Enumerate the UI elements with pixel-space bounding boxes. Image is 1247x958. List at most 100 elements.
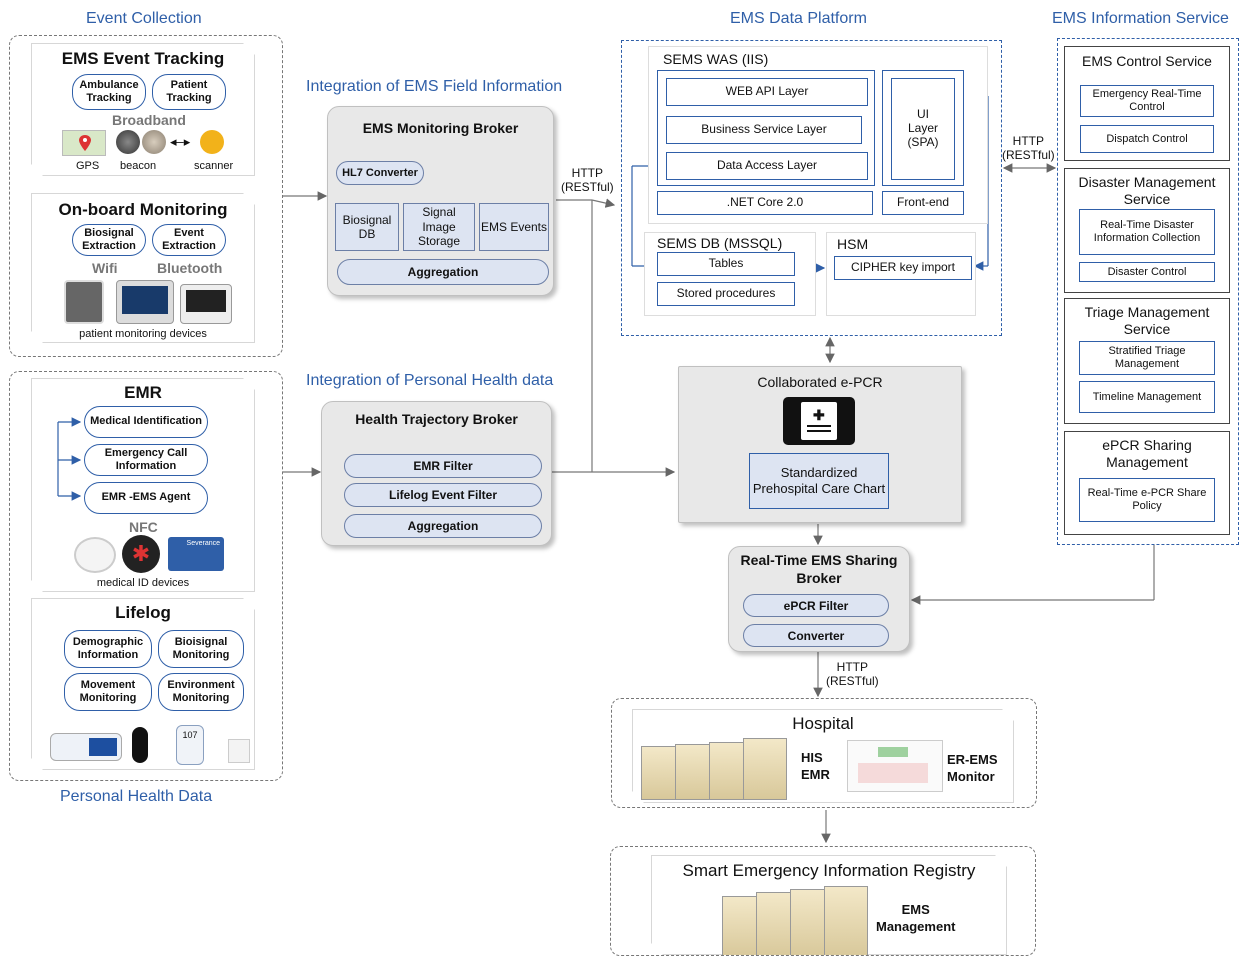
onboard-monitoring-title: On-board Monitoring	[58, 200, 228, 219]
ems-control-service: EMS Control Service Emergency Real-Time …	[1064, 46, 1230, 161]
was-layers-frame	[657, 70, 875, 186]
disaster-info-item: Real-Time Disaster Information Collectio…	[1079, 209, 1215, 255]
triage-service-title: Triage Management Service	[1084, 304, 1210, 337]
lifelog-filter-bar: Lifelog Event Filter	[344, 483, 542, 507]
wristband-image	[132, 727, 148, 763]
hl7-converter: HL7 Converter	[336, 161, 424, 185]
http-label-left: HTTP (RESTful)	[561, 166, 614, 195]
bidirectional-arrow-icon: ◂–▸	[170, 134, 191, 149]
tables-box: Tables	[657, 252, 795, 276]
frontend-layer: Front-end	[882, 191, 964, 215]
beacon-image-1	[116, 130, 140, 154]
health-broker-title: Health Trajectory Broker	[355, 411, 518, 427]
ambulance-tracking-pill: Ambulance Tracking	[72, 74, 146, 110]
blood-pressure-monitor-image	[50, 733, 122, 761]
beacon-label: beacon	[120, 160, 157, 172]
scanner-label: scanner	[194, 160, 234, 172]
glucose-meter-image: 107	[176, 725, 204, 765]
personal-health-group	[9, 371, 283, 781]
was-title: SEMS WAS (IIS)	[663, 51, 769, 67]
lifelog-card: Lifelog Demographic Information Bioisign…	[31, 598, 255, 770]
demographic-pill: Demographic Information	[64, 630, 152, 668]
ems-data-platform	[621, 40, 1002, 336]
health-trajectory-broker: Health Trajectory Broker EMR Filter Life…	[321, 401, 552, 546]
bluetooth-label: Bluetooth	[157, 260, 223, 276]
http-label-right: HTTP (RESTful)	[1002, 134, 1055, 163]
hsm-title: HSM	[837, 236, 869, 252]
glucose-reading: 107	[182, 730, 198, 740]
gps-map-image	[62, 130, 106, 156]
emergency-control-item: Emergency Real-Time Control	[1080, 85, 1214, 117]
lifelog-title: Lifelog	[115, 603, 171, 622]
ems-event-tracking-card: EMS Event Tracking Ambulance Tracking Pa…	[31, 43, 255, 176]
emr-card: EMR Medical Identification Emergency Cal…	[31, 378, 255, 592]
monitoring-device-image-1	[64, 280, 104, 324]
health-aggregation-bar: Aggregation	[344, 514, 542, 538]
monitoring-device-image-3	[180, 284, 232, 324]
gps-label: GPS	[76, 160, 100, 172]
his-servers-image	[641, 738, 791, 800]
disaster-control-item: Disaster Control	[1079, 262, 1215, 282]
ems-management-label: EMS Management	[876, 902, 956, 934]
netcore-layer: .NET Core 2.0	[657, 191, 873, 215]
section-title-info-service: EMS Information Service	[1052, 10, 1229, 27]
beacon-image-2	[142, 130, 166, 154]
integration-personal-title: Integration of Personal Health data	[306, 372, 554, 389]
broadband-label: Broadband	[112, 112, 186, 128]
db-title: SEMS DB (MSSQL)	[657, 235, 783, 251]
medical-identification-pill: Medical Identification	[84, 406, 208, 438]
signal-storage-cell: Signal Image Storage	[403, 203, 475, 251]
cipher-key-box: CIPHER key import	[834, 256, 972, 280]
integration-field-title: Integration of EMS Field Information	[306, 78, 563, 95]
ui-frame	[882, 70, 964, 186]
event-extraction-pill: Event Extraction	[152, 224, 226, 256]
event-collection-group	[9, 35, 283, 357]
epcr-filter-bar: ePCR Filter	[743, 594, 889, 617]
http-label-bottom: HTTP (RESTful)	[826, 660, 879, 689]
control-service-title: EMS Control Service	[1082, 53, 1212, 69]
dispatch-control-item: Dispatch Control	[1080, 125, 1214, 153]
timeline-item: Timeline Management	[1079, 381, 1215, 413]
ems-event-tracking-title: EMS Event Tracking	[61, 49, 225, 68]
ui-layer: UI Layer (SPA)	[891, 78, 955, 180]
hospital-group	[611, 698, 1037, 808]
registry-card: Smart Emergency Information Registry EMS…	[651, 855, 1007, 955]
data-access-layer: Data Access Layer	[666, 152, 868, 180]
scale-image	[228, 739, 250, 763]
emr-title: EMR	[124, 383, 162, 402]
registry-title: Smart Emergency Information Registry	[682, 861, 976, 880]
hospital-title: Hospital	[792, 714, 854, 733]
monitoring-aggregation-bar: Aggregation	[337, 259, 549, 285]
care-chart-box: Standardized Prehospital Care Chart	[749, 453, 889, 509]
hospital-card: Hospital HIS EMR ER-EMS Monitor	[632, 709, 1014, 803]
emergency-call-pill: Emergency Call Information	[84, 444, 208, 476]
disaster-service-title: Disaster Management Service	[1078, 174, 1216, 207]
movement-monitoring-pill: Movement Monitoring	[64, 673, 152, 711]
stored-procedures-box: Stored procedures	[657, 282, 795, 306]
nfc-bracelet-image	[74, 537, 116, 573]
ems-events-cell: EMS Events	[479, 203, 549, 251]
id-card-text: Severance	[186, 540, 220, 547]
biosignal-extraction-pill: Biosignal Extraction	[72, 224, 146, 256]
scanner-image	[200, 130, 224, 154]
er-ems-monitor-label: ER-EMS Monitor	[947, 752, 998, 784]
clipboard-icon: ✚	[783, 397, 855, 445]
disaster-management-service: Disaster Management Service Real-Time Di…	[1064, 168, 1230, 293]
onboard-monitoring-card: On-board Monitoring Biosignal Extraction…	[31, 193, 255, 343]
medical-id-devices-label: medical ID devices	[96, 577, 190, 589]
ems-monitoring-broker: EMS Monitoring Broker HL7 Converter Bios…	[327, 106, 554, 296]
medical-star-icon: ✱	[122, 535, 160, 573]
monitoring-device-image-2	[116, 280, 174, 324]
share-policy-item: Real-Time e-PCR Share Policy	[1079, 478, 1215, 522]
his-emr-label: HIS EMR	[801, 750, 830, 782]
sharing-broker-title: Real-Time EMS Sharing Broker	[740, 552, 898, 587]
epcr-sharing-management: ePCR Sharing Management Real-Time e-PCR …	[1064, 431, 1230, 535]
epcr-sharing-title: ePCR Sharing Management	[1102, 437, 1192, 470]
patient-tracking-pill: Patient Tracking	[152, 74, 226, 110]
section-title-personal-health: Personal Health Data	[60, 788, 213, 805]
emr-ems-agent-pill: EMR -EMS Agent	[84, 482, 208, 514]
environment-monitoring-pill: Environment Monitoring	[158, 673, 244, 711]
emr-filter-bar: EMR Filter	[344, 454, 542, 478]
medical-id-card-image: Severance	[168, 537, 224, 571]
nfc-label: NFC	[129, 519, 158, 535]
